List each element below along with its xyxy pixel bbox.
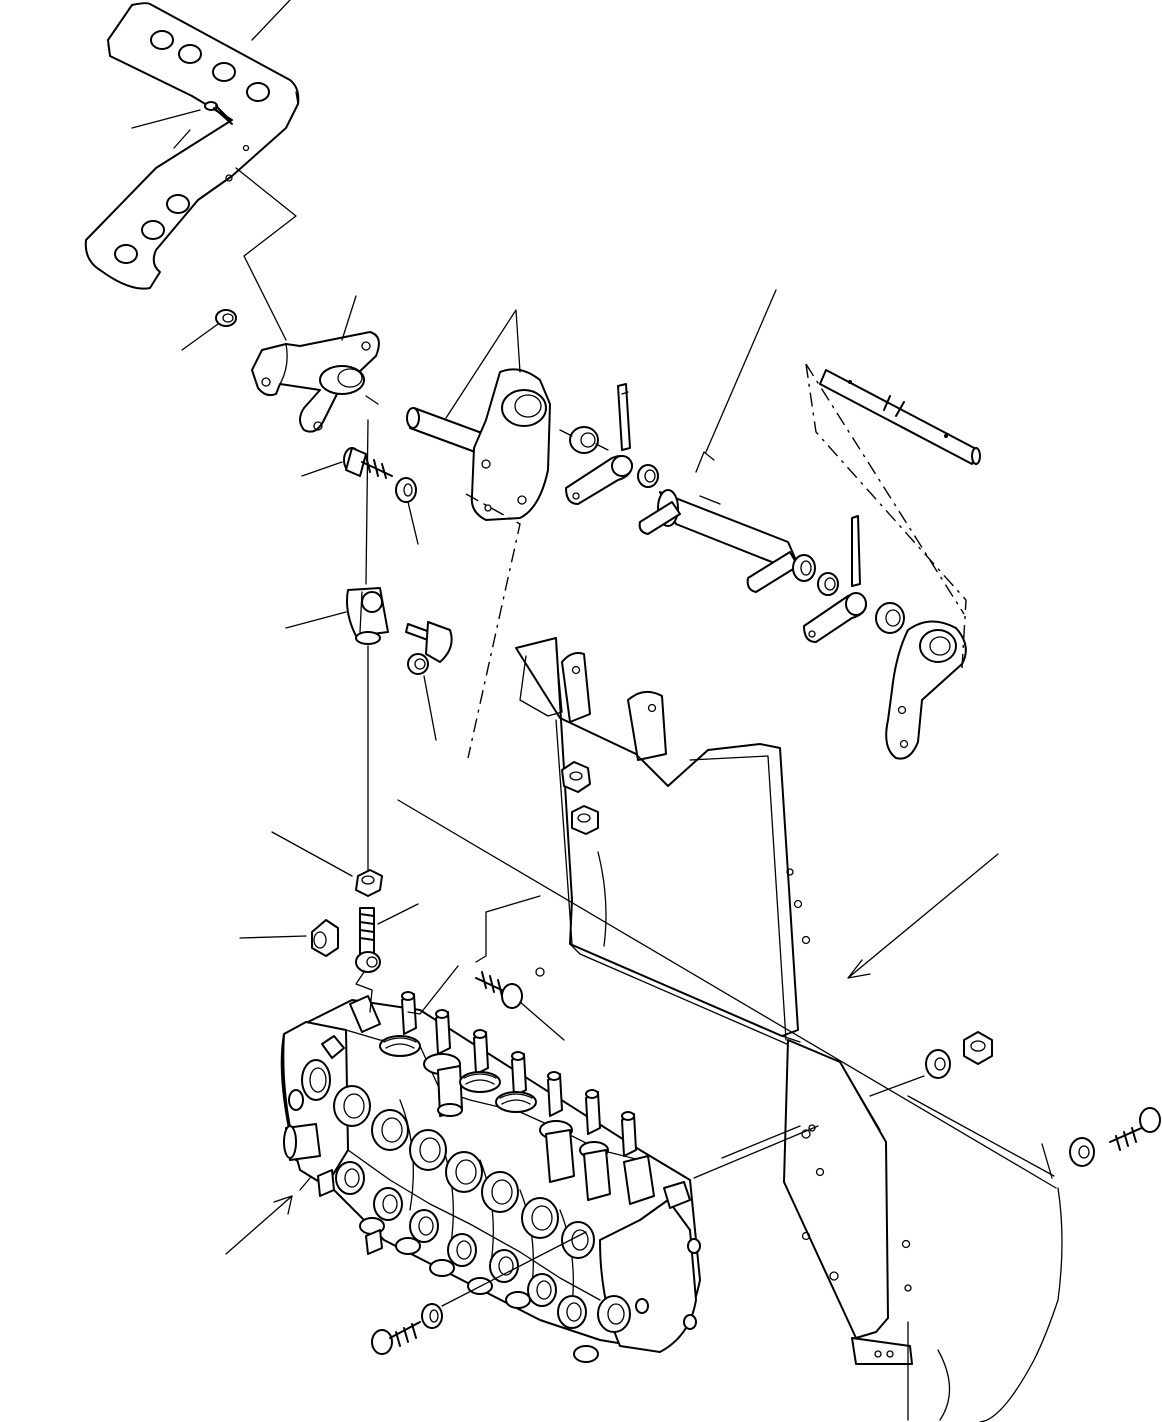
bolt [371,1321,421,1355]
leader-line [235,167,297,341]
leader-line [251,0,291,41]
washer [1069,1137,1095,1167]
lever-arm [885,620,967,760]
valve-spool [621,1111,655,1205]
leader-line [423,675,437,741]
valve-spool [579,1089,611,1201]
frame-line [907,1095,1055,1179]
leader-line [693,1125,819,1179]
pivot-pin [819,369,981,465]
leader-line [225,1195,293,1255]
leader-line [847,853,999,979]
clevis-pin [405,621,453,663]
valve-spool [423,1009,463,1117]
leader-line [271,831,353,877]
cotter-pin [851,515,861,587]
bushing [569,426,599,454]
foot-pedal [84,2,300,290]
bolt [1109,1107,1161,1151]
leader-line [301,461,343,477]
valve-spool [379,991,421,1057]
clevis-plate [803,592,867,643]
leader-line [377,903,419,925]
leader-line [239,935,307,939]
bolt [475,971,523,1009]
leader-line [355,971,373,1013]
leader-line [341,295,357,341]
clevis-yoke [346,587,389,645]
hex-nut [963,1031,993,1065]
pedal-lever [251,331,380,433]
leader-line [299,1177,311,1191]
leader-line [365,395,379,405]
frame-edge [907,1187,1063,1422]
callout-frame [805,363,965,615]
leader-line [173,129,191,149]
washer [925,1049,951,1079]
leader-line [365,419,369,585]
cotter-pin [617,383,631,451]
valve-spool [495,1051,537,1113]
lock-nut [355,869,383,897]
valve-spool [459,1029,501,1093]
leader-line [407,965,459,1015]
pedal-screw [204,101,233,125]
callout-frame [805,363,967,669]
leader-line [559,429,721,505]
hex-nut [571,805,599,835]
washer [395,477,417,503]
mounting-hole [535,967,545,977]
leader-line [407,501,419,545]
bushing [875,602,905,634]
bushing [637,464,659,488]
leader-line [869,1075,925,1097]
mounting-plate [783,1039,913,1365]
leader-line [131,109,201,129]
linkage-shaft [638,489,816,593]
rod-end [355,907,381,973]
snap-ring [215,309,237,327]
washer [421,1303,443,1329]
valve-spool [539,1071,575,1183]
hex-nut [561,761,591,793]
frame-line [475,895,541,963]
leader-line [695,289,777,473]
clip [407,653,429,675]
pedal-shaft-bracket [406,368,551,521]
bushing [817,572,839,596]
leader-line [519,1001,565,1041]
callout-frame [465,493,521,759]
mounting-hole [808,1124,816,1132]
bolt [343,447,393,479]
leader-line [285,611,347,629]
hex-nut [311,919,339,957]
clevis-plate [565,455,633,505]
frame-line [397,799,1057,1189]
control-valve [280,991,701,1363]
leader-line [181,323,219,351]
leader-line [441,1231,587,1307]
mounting-bracket [515,637,811,1049]
leader-line [445,309,521,419]
